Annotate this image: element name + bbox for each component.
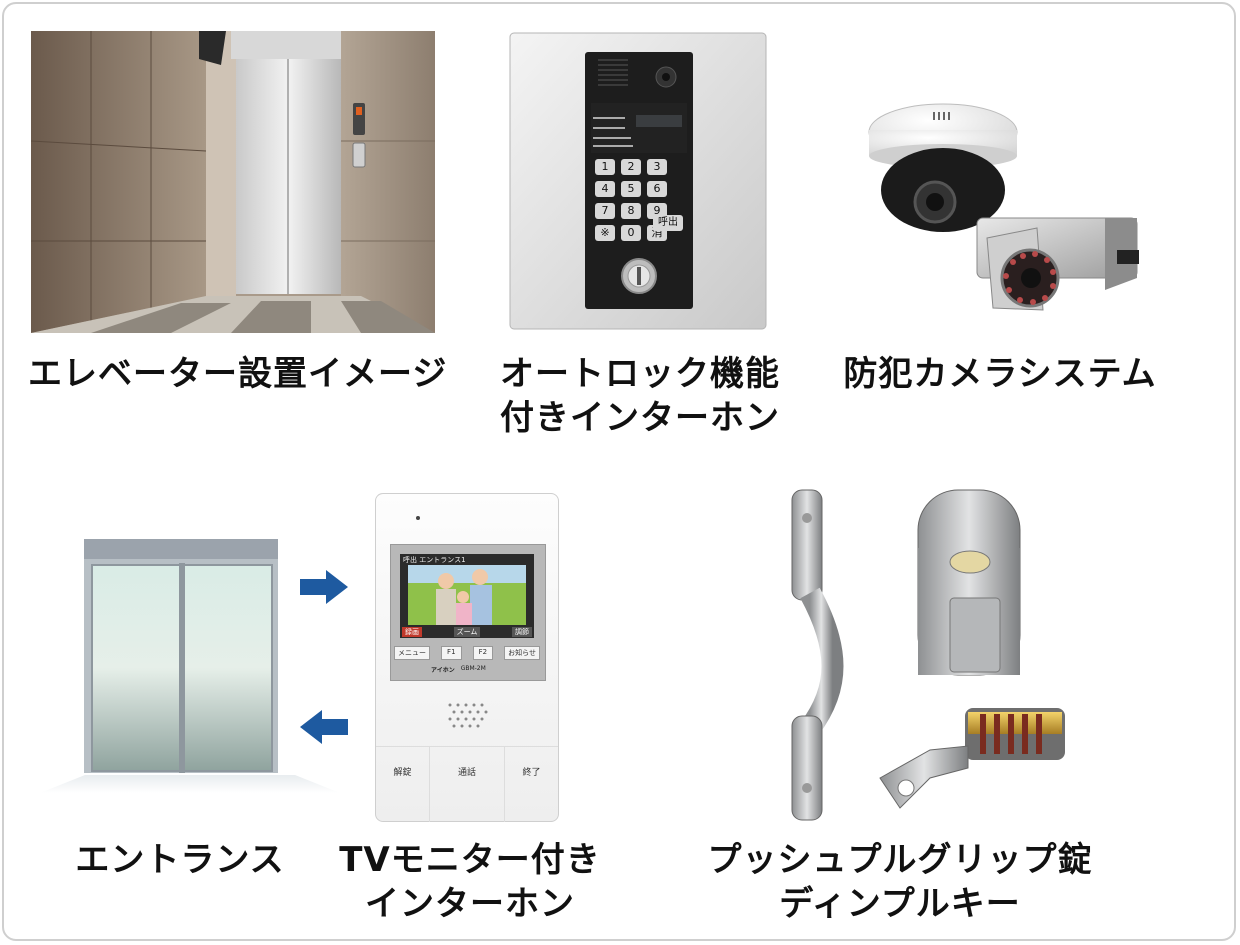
screen-record-button[interactable]: 録画: [402, 627, 422, 637]
keypad-key[interactable]: 1: [595, 159, 615, 175]
end-button[interactable]: 終了: [522, 768, 541, 778]
key-cylinder-icon: [621, 258, 657, 294]
keypad-key[interactable]: 0: [621, 225, 641, 241]
screen-adjust-button[interactable]: 調節: [511, 627, 532, 637]
caption-autolock: オートロック機能 付きインターホン: [500, 354, 780, 438]
screen-family-photo: [408, 565, 526, 625]
speaker-grille: [448, 703, 488, 728]
keypad-key[interactable]: 4: [595, 181, 615, 197]
caption-tv-monitor: TVモニター付き インターホン: [339, 840, 601, 924]
arrow-right-icon: [300, 570, 348, 604]
screen-zoom-button[interactable]: ズーム: [453, 627, 481, 637]
keypad-key[interactable]: 8: [621, 203, 641, 219]
arrow-left-icon: [300, 710, 348, 744]
unlock-button[interactable]: 解錠: [376, 747, 430, 822]
call-button[interactable]: 呼出: [653, 215, 683, 231]
caption-push-pull: プッシュプルグリップ錠 ディンプルキー: [707, 840, 1093, 924]
elevator-image: [31, 31, 435, 333]
keypad-key[interactable]: 7: [595, 203, 615, 219]
f1-button[interactable]: F1: [441, 646, 462, 660]
keypad-key[interactable]: ※: [595, 225, 615, 241]
keypad-key[interactable]: 3: [647, 159, 667, 175]
keypad-key[interactable]: 5: [621, 181, 641, 197]
caption-elevator: エレベーター設置イメージ: [28, 354, 448, 394]
caption-camera: 防犯カメラシステム: [843, 354, 1157, 394]
talk-button[interactable]: 通話: [430, 747, 506, 822]
model-label: GBM-2M: [460, 665, 486, 672]
tv-monitor-intercom-image: 呼出 エントランス1 録画 ズーム 調節 メニュー F1 F2 お知らせ アイホ…: [375, 493, 559, 822]
notice-button[interactable]: お知らせ: [504, 646, 540, 660]
camera-dot: [416, 516, 420, 520]
menu-button[interactable]: メニュー: [394, 646, 430, 660]
f2-button[interactable]: F2: [472, 646, 494, 660]
caption-entrance: エントランス: [75, 840, 285, 880]
push-pull-lock-image: [791, 489, 1065, 821]
screen-title: 呼出 エントランス1: [403, 556, 466, 564]
monitor-screen: 呼出 エントランス1 録画 ズーム 調節: [400, 554, 534, 638]
security-camera-image: [868, 103, 1139, 311]
keypad-key[interactable]: 2: [621, 159, 641, 175]
brand-logo: アイホン: [431, 667, 455, 674]
keypad-key[interactable]: 6: [647, 181, 667, 197]
autolock-panel-image: 1 2 3 4 5 6 7 8 9 ※ 0 消 呼出: [508, 31, 768, 333]
entrance-door-image: [40, 539, 340, 793]
